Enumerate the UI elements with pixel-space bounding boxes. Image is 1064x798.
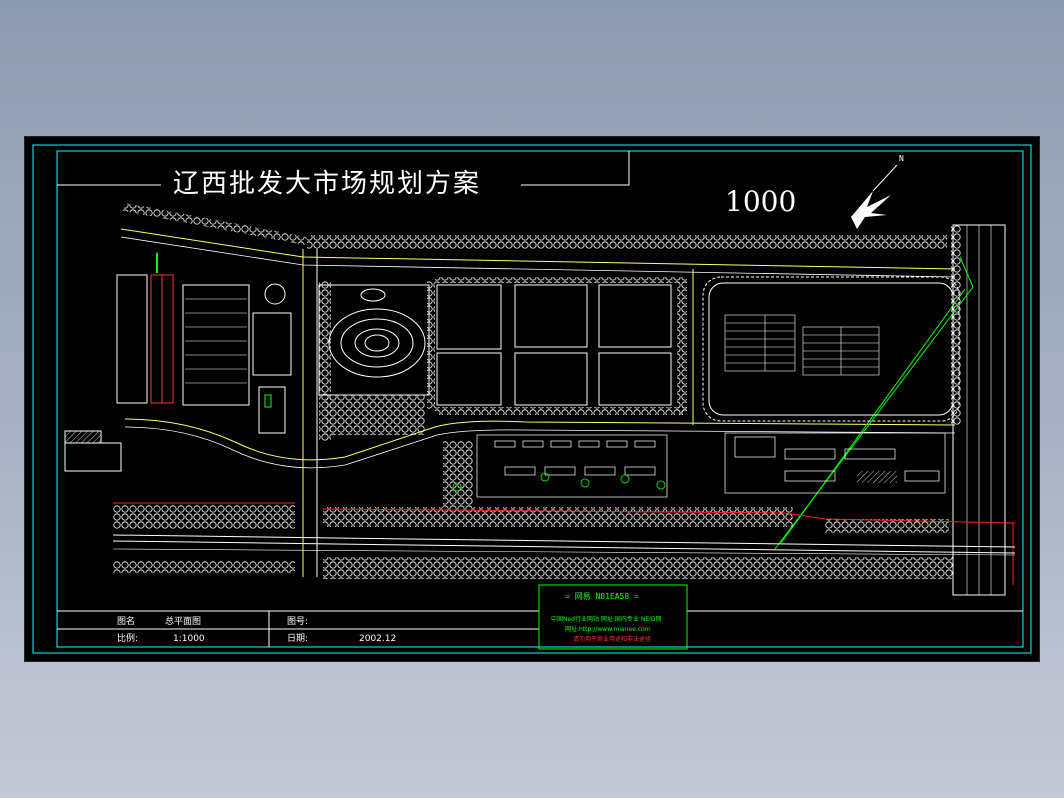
building-left-block — [116, 274, 148, 404]
title-block-scale-value: 1:1000 — [173, 634, 205, 644]
outer-frame — [32, 144, 1032, 654]
data-table-left — [724, 314, 796, 372]
residential-cluster — [476, 434, 668, 498]
title-block-name-value: 总平面图 — [165, 615, 201, 627]
stamp-line-3: 网址:http://www.mianee.com — [565, 625, 651, 633]
road-middle-curve — [124, 418, 956, 461]
site-plan-drawing: 辽西批发大市场规划方案 1000 N — [32, 144, 1032, 654]
south-east-buildings — [724, 432, 946, 494]
warehouse-block — [182, 284, 250, 406]
market-blocks — [436, 284, 672, 406]
title-block: 图名 总平面图 图号: 比例: 1:1000 日期: 2002.12 — [57, 610, 1023, 647]
east-block — [708, 282, 954, 416]
tree-belt-northwest — [123, 203, 307, 245]
north-arrow-icon: N — [851, 154, 904, 229]
stamp-line-2: 中国Ned行业网站 网址:国内专业 NEID网 — [551, 615, 662, 623]
tree-belt-southwest — [113, 505, 295, 529]
drawing-title: 辽西批发大市场规划方案 — [173, 169, 481, 199]
scale-annotation: 1000 — [725, 185, 796, 218]
title-block-scale-label: 比例: — [117, 632, 138, 644]
title-block-date-value: 2002.12 — [359, 634, 396, 644]
data-table-right — [802, 326, 880, 376]
watermark-stamp: = 网易 NB1EA58 = 中国Ned行业网站 网址:国内专业 NEID网 网… — [538, 584, 688, 650]
stamp-line-4: 请勿用于商业用途和非法途径 — [573, 635, 651, 643]
tree-belt-north — [307, 235, 947, 249]
title-block-date-label: 日期: — [287, 633, 308, 644]
stamp-line-1: = 网易 NB1EA58 = — [565, 592, 639, 601]
circular-plaza — [318, 284, 430, 396]
title-block-number-label: 图号: — [287, 616, 308, 627]
title-block-name-label: 图名 — [117, 615, 135, 627]
north-label: N — [899, 154, 904, 163]
cad-viewport[interactable]: 辽西批发大市场规划方案 1000 N — [25, 137, 1039, 661]
red-boundary-line — [322, 508, 1016, 524]
inner-frame — [56, 150, 1024, 648]
railway-line — [112, 534, 1016, 548]
